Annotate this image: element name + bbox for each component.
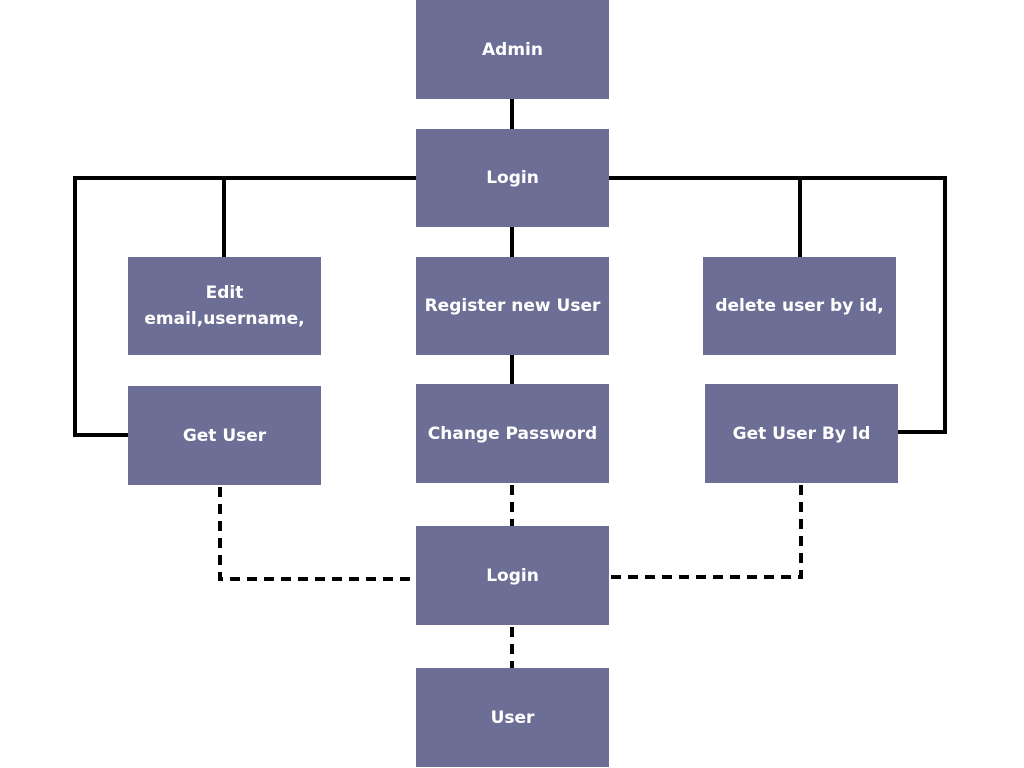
edit-label-line-1: Edit bbox=[205, 283, 244, 303]
edit-label-line-2: email,username, bbox=[144, 309, 305, 329]
edge-getuserbyid-login-dashed bbox=[609, 485, 803, 579]
login-top-label: Login bbox=[486, 168, 539, 188]
delete-user-node: delete user by id, bbox=[703, 257, 896, 355]
register-node: Register new User bbox=[416, 257, 609, 355]
delete-user-label: delete user by id, bbox=[715, 296, 884, 316]
get-user-by-id-node: Get User By Id bbox=[705, 384, 898, 483]
edge-login-left-branch bbox=[73, 176, 416, 437]
admin-label: Admin bbox=[482, 39, 543, 60]
user-node: User bbox=[416, 668, 609, 767]
change-password-node: Change Password bbox=[416, 384, 609, 483]
edge-getuser-login-dashed bbox=[218, 487, 416, 581]
user-label: User bbox=[490, 707, 535, 728]
login-bottom-node: Login bbox=[416, 526, 609, 625]
edit-node: Edit email,username, bbox=[128, 257, 321, 355]
change-password-label: Change Password bbox=[427, 423, 598, 444]
get-user-by-id-label: Get User By Id bbox=[732, 423, 871, 444]
register-label: Register new User bbox=[424, 296, 601, 316]
get-user-node: Get User bbox=[128, 386, 321, 485]
get-user-label: Get User bbox=[182, 425, 267, 446]
login-bottom-label: Login bbox=[486, 565, 539, 586]
edge-login-right-branch bbox=[609, 176, 947, 434]
login-top-node: Login bbox=[416, 129, 609, 227]
admin-node: Admin bbox=[416, 0, 609, 99]
